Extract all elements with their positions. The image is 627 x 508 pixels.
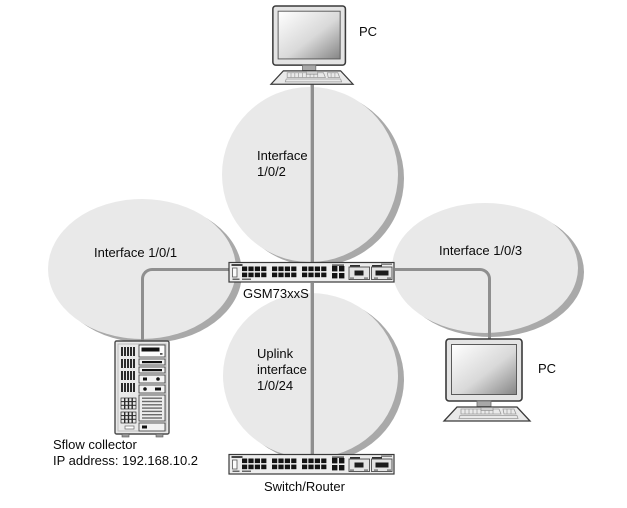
pc-icon-right	[437, 338, 537, 426]
uplink-interface-label: Uplink interface 1/0/24	[257, 346, 307, 394]
switch-icon-gsm73xxs	[228, 259, 395, 285]
sflow-line2: IP address: 192.168.10.2	[53, 453, 199, 468]
uplink-line3: 1/0/24	[257, 378, 294, 393]
pc-top-label: PC	[359, 24, 378, 39]
sflow-line1: Sflow collector	[53, 437, 137, 452]
interface-1-0-2-line2: 1/0/2	[257, 164, 286, 179]
interface-1-0-2-line1: Interface	[257, 148, 308, 163]
uplink-line2: interface	[257, 362, 307, 377]
link-switch-to-sflow	[141, 268, 232, 345]
link-pc-top-to-switch	[310, 84, 314, 263]
link-switch-to-pc-right	[395, 268, 491, 346]
interface-1-0-1-label: Interface 1/0/1	[94, 245, 178, 260]
uplink-line1: Uplink	[257, 346, 294, 361]
interface-1-0-3-label: Interface 1/0/3	[439, 243, 523, 258]
pc-icon-top	[262, 5, 362, 89]
pc-right-label: PC	[538, 361, 557, 376]
server-icon-sflow	[112, 339, 174, 439]
interface-1-0-2-label: Interface 1/0/2	[257, 148, 308, 180]
switch-router-label: Switch/Router	[264, 479, 345, 494]
switch-icon-router	[228, 451, 395, 477]
link-switch-to-router	[310, 283, 314, 455]
sflow-collector-label: Sflow collector IP address: 192.168.10.2	[53, 437, 198, 469]
switch-name-label: GSM73xxS	[243, 286, 309, 301]
